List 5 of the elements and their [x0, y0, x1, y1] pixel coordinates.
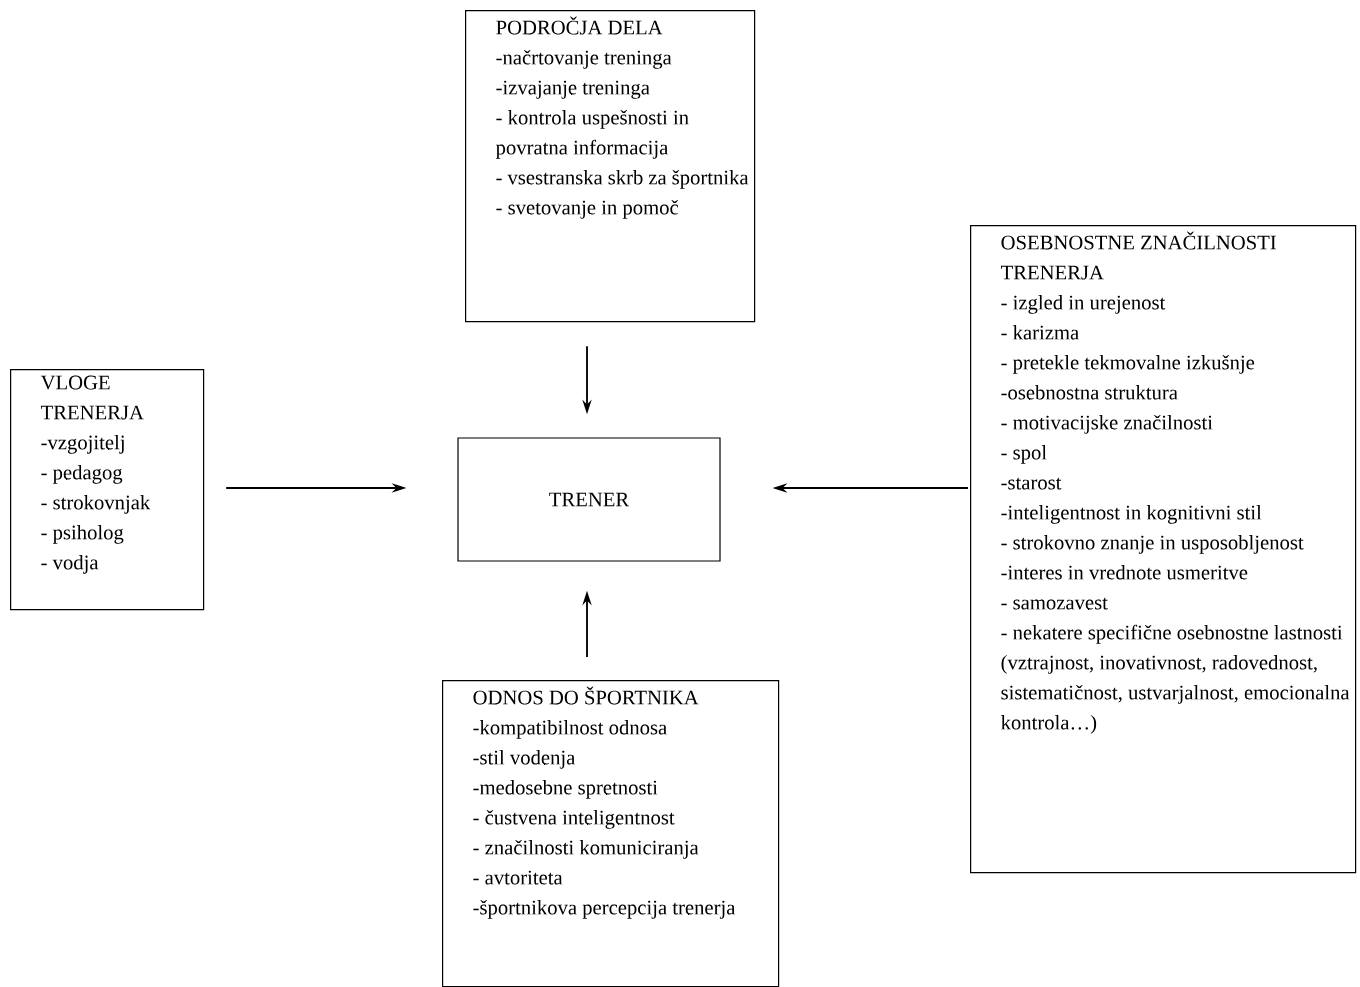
text-box: VLOGE TRENERJA -vzgojitelj - pedagog - strokovnjak - psiholog - vodja [10, 369, 205, 611]
text-box: OSEBNOSTNE ZNAČILNOSTI TRENERJA - izgled in urejenost - karizma - pretekle tekmovalne izkušnje -osebnostna struktura - motivacijske značilnosti - spol -starost -inteligentnost in kognitivni stil - strokovno znanje in usposobljenost -interes in vrednote usmeritve - samozavest - nekatere specifične osebnostne lastnosti (vztrajnost, inovativnost, radovednost, sistematičnost, ustvarjalnost, emocionalna kontrola…) [970, 225, 1357, 874]
text-box: TRENER [457, 437, 721, 562]
text-box: ODNOS DO ŠPORTNIKA -kompatibilnost odnosa -stil vodenja -medosebne spretnosti - čustvena inteligentnost - značilnosti komuniciranja - avtoriteta -športnikova percepcija trenerja [442, 680, 780, 987]
text-box: PODROČJA DELA -načrtovanje treninga -izvajanje treninga - kontrola uspešnosti in povratna informacija - vsestranska skrb za športnika - svetovanje in pomoč [465, 10, 756, 323]
